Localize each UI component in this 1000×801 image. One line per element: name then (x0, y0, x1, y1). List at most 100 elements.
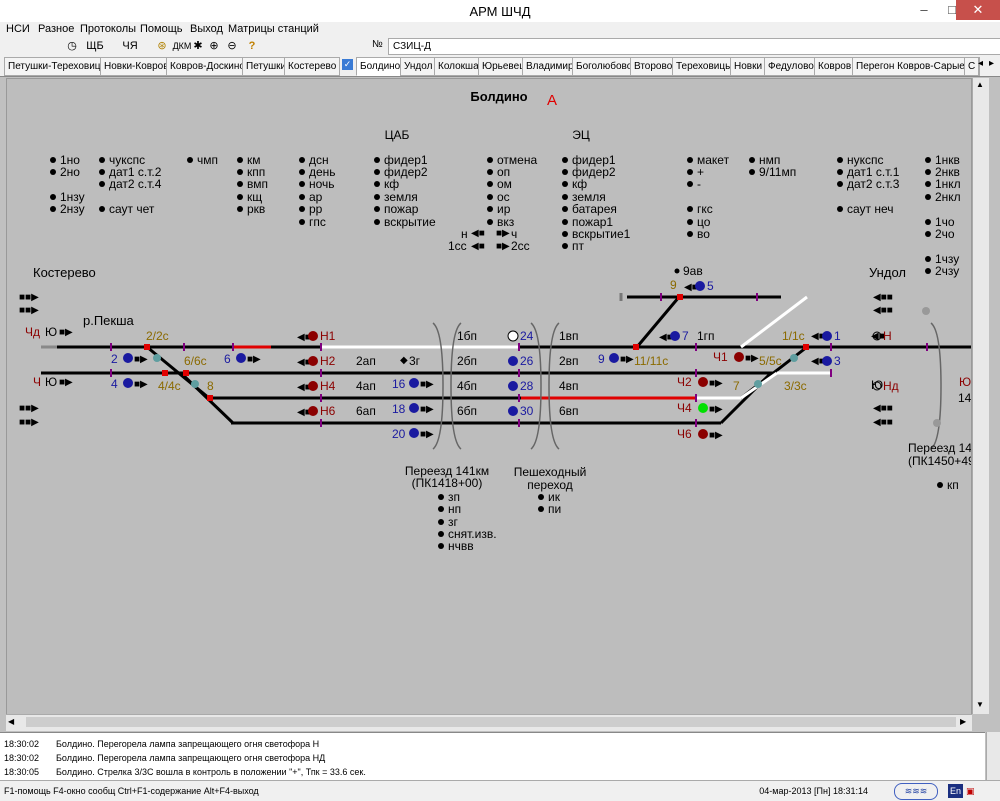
indicator-col-9: макет + - гкс цо во (687, 153, 730, 241)
switch-circle (153, 354, 161, 362)
indicator-dot (937, 482, 943, 488)
indicator-dot (562, 181, 568, 187)
compass-icon[interactable]: ⊛ (157, 40, 167, 52)
close-button[interactable]: ✕ (956, 0, 1000, 20)
log-scrollbar[interactable] (986, 732, 1000, 780)
scroll-right-icon[interactable]: ▶ (960, 717, 967, 726)
menu-misc[interactable]: Разное (38, 23, 75, 35)
tab-scroll-right-icon[interactable]: ▸ (989, 58, 995, 69)
minimize-button[interactable]: – (920, 2, 928, 17)
tab-fedulovo[interactable]: Федулово (764, 57, 818, 76)
indicator-label: дат1 с.т.2 (109, 165, 162, 179)
tab-kolokshа[interactable]: Колокша (434, 57, 483, 76)
tab-kovrov[interactable]: Ковров (814, 57, 856, 76)
horizontal-scrollbar[interactable]: ◀ ▶ (6, 714, 972, 731)
indicator-dot (487, 206, 493, 212)
arrow-left-icon: ◀■ (871, 331, 885, 342)
indicator-label: земля (384, 190, 418, 204)
indicator-dot (687, 219, 693, 225)
tab-peregon-kovrov-saryevo[interactable]: Перегон Ковров-Сарыево (852, 57, 980, 76)
indicator-col-8: фидер1 фидер2 кф земля батарея пожар1 вс… (562, 153, 631, 253)
tab-petushki[interactable]: Петушки (242, 57, 291, 76)
signal-lamp-off (872, 381, 882, 391)
indicator-label: фидер2 (572, 165, 616, 179)
switch-number: 5/5с (759, 354, 782, 368)
tab-truncated[interactable]: С (964, 57, 980, 76)
log-time: 18:30:02 (4, 753, 40, 763)
log-text: Болдино. Стрелка 3/3С вошла в контроль в… (56, 767, 366, 777)
tab-petushki-terekhovitsy[interactable]: Петушки-Тереховицы (4, 57, 112, 76)
signal-label: Н6 (320, 404, 336, 418)
signal-label: Н1 (320, 329, 336, 343)
indicator-label: нукспс (847, 153, 884, 167)
indicator-col-1: 1но 2но 1нзу 2нзу (50, 153, 85, 216)
clock-icon[interactable]: ◷ (67, 40, 77, 52)
scroll-down-icon[interactable]: ▼ (976, 700, 984, 709)
vertical-scrollbar[interactable]: ▲ ▼ (972, 78, 989, 714)
place-kosterevo: Костерево (33, 265, 96, 280)
tab-terekhovitsy[interactable]: Тереховицы (672, 57, 737, 76)
indicator-dot (562, 194, 568, 200)
menu-exit[interactable]: Выход (190, 23, 223, 35)
toolbar-chya[interactable]: ЧЯ (122, 40, 138, 52)
maximize-button[interactable]: □ (948, 2, 956, 17)
spark-icon[interactable]: ✱ (193, 40, 203, 52)
indicator-label: зг (448, 515, 459, 529)
tab-vladimir[interactable]: Владимир (522, 57, 578, 76)
indicator-dot (487, 194, 493, 200)
zoom-out-icon[interactable]: ⊖ (227, 40, 237, 52)
tab-novki-kovrov[interactable]: Новки-Ковров (100, 57, 173, 76)
toolbar-shb[interactable]: ЩБ (86, 40, 104, 52)
menu-help[interactable]: Помощь (140, 23, 183, 35)
checkbox-icon[interactable]: ✓ (342, 59, 353, 70)
station-mark: А (547, 92, 557, 109)
indicator-dot (299, 206, 305, 212)
scroll-thumb[interactable] (26, 717, 956, 727)
station-field[interactable]: СЗИЦ-Д (388, 38, 1000, 55)
toolbar-dkm[interactable]: ДКМ (172, 41, 192, 51)
indicator-label: саут чет (109, 202, 155, 216)
menu-protocols[interactable]: Протоколы (80, 23, 137, 35)
lang-indicator[interactable]: En (948, 784, 964, 798)
indicator-label: ос (497, 190, 510, 204)
indicator-dot (187, 157, 193, 163)
indicator-dot (299, 169, 305, 175)
indicator-label: саут неч (847, 202, 894, 216)
toolbar: ◷ ЩБ ЧЯ ⊛ ДКМ ✱ ⊕ ⊖ ? № СЗИЦ-Д (0, 36, 1000, 57)
scroll-up-icon[interactable]: ▲ (976, 80, 984, 89)
indicator-label: + (697, 165, 704, 179)
signal-lamp (308, 406, 318, 416)
log-time: 18:30:05 (4, 767, 40, 777)
track-label-6vp: 6вп (559, 404, 579, 418)
shunt-lamp (123, 378, 133, 388)
menu-station-matrices[interactable]: Матрицы станций (228, 23, 319, 35)
indicator-dot (562, 169, 568, 175)
tab-scroll-left-icon[interactable]: ◂ (978, 58, 984, 69)
tab-undol[interactable]: Ундол (400, 57, 437, 76)
arrow-left-icon: ◀■■ (873, 403, 893, 414)
indicator-label: 1но (60, 153, 80, 167)
tab-kosterevo[interactable]: Костерево (284, 57, 341, 76)
indicator-dot (687, 169, 693, 175)
arrow-right-icon: ■▶ (620, 354, 634, 365)
zoom-in-icon[interactable]: ⊕ (209, 40, 219, 52)
indicator-dot (562, 206, 568, 212)
signal-lamp (308, 381, 318, 391)
shunt-lamp (508, 381, 518, 391)
tab-vtorovo[interactable]: Второво (630, 57, 677, 76)
indicator-col-11: нукспс дат1 с.т.1 дат2 с.т.3 саут неч (837, 153, 900, 216)
tab-novki[interactable]: Новки (730, 57, 767, 76)
indicator-label: нчвв (448, 539, 474, 553)
shunt-lamp (508, 406, 518, 416)
track-label-4bp: 4бп (457, 379, 477, 393)
tab-kovrov-doskino[interactable]: Ковров-Доскино (166, 57, 249, 76)
tab-bogolyubovo[interactable]: Боголюбово (572, 57, 637, 76)
menu-nsi[interactable]: НСИ (6, 23, 30, 35)
help-icon[interactable]: ? (248, 40, 256, 52)
scroll-left-icon[interactable]: ◀ (8, 717, 15, 726)
track-label-6ap: 6ап (356, 404, 376, 418)
tab-boldino[interactable]: Болдино (356, 57, 405, 76)
station-schematic: Болдино А ЦАБ ЭЦ 1но 2но 1нзу 2нзу чуксп… (6, 78, 972, 716)
indicator-label: кф (572, 177, 587, 191)
log-text: Болдино. Перегорела лампа запрещающего о… (56, 753, 326, 763)
